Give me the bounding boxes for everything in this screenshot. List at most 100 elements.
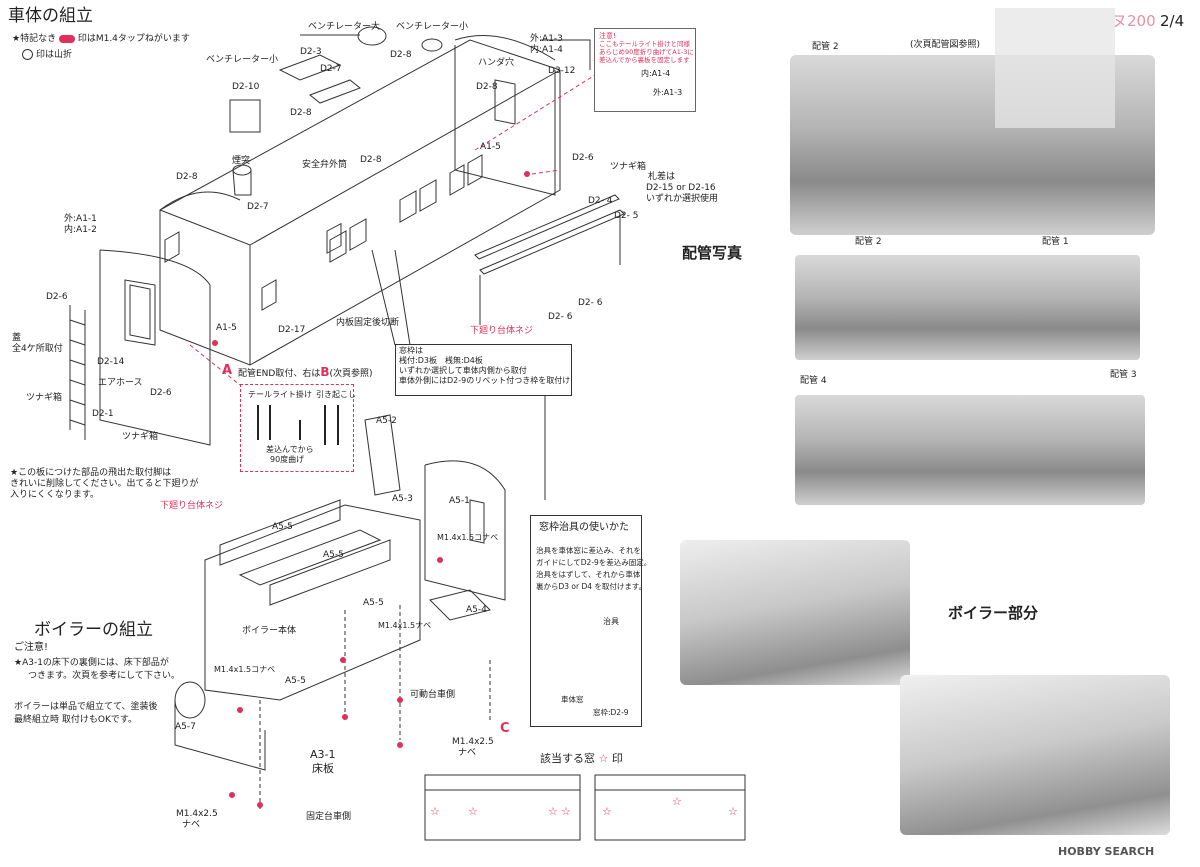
jig-box: 窓枠治具の使いかた 治具を車体窓に差込み、それを ガイドにしてD2-9を差込み固… [530, 515, 651, 727]
label-sashikomi-2: 90度曲げ [270, 455, 305, 464]
tap-note-suffix: 印はM1.4タップねがいます [77, 34, 190, 44]
leg-note-3: 入りにくくなります。 [10, 490, 99, 500]
boiler-line-3: ボイラーは単品で組立てて、塗装後 [14, 702, 158, 712]
label-d2-5: D2- 5 [614, 211, 639, 221]
window-frame-line-4: 車体外側にはD2-9のリベット付つき枠を取付け [399, 376, 571, 385]
label-d2-1: D2-1 [92, 409, 114, 419]
label-d2-4: D2- 4 [588, 196, 613, 206]
label-futa-1: 蓋 [12, 333, 22, 343]
window-frame-box: 窓枠は 桟付:D3板 桟無:D4板 いずれか選択して車体内側から取付 車体外側に… [395, 344, 572, 396]
label-vent-small-left: ベンチレーター小 [206, 55, 279, 65]
red-dot-icon [58, 34, 75, 43]
caution-line-3: 差込んでから裏板を固定します [599, 56, 690, 64]
in-text: 印 [611, 752, 623, 765]
label-d2-8d: D2-8 [176, 172, 198, 182]
fold-note: 印は山折 [22, 49, 72, 61]
boiler-caution: ご注意! [14, 642, 49, 653]
leg-note-2: きれいに削除してください。出てると下廻りが [10, 479, 199, 489]
svg-text:☆: ☆ [468, 805, 478, 818]
gaitou-text: 該当する窓 [540, 752, 595, 765]
label-safety-valve: 安全弁外筒 [302, 160, 348, 170]
label-marker-b: B [320, 365, 330, 379]
label-a5-1: A5-1 [449, 496, 470, 506]
label-naiban: 内板固定後切断 [336, 318, 400, 328]
photo-pipe3: 配管 3 [1110, 370, 1137, 380]
label-tail-light: テールライト掛け [248, 390, 312, 399]
label-a5-5a: A5-5 [272, 522, 293, 532]
photo-underside-bottom [795, 395, 1145, 505]
svg-text:☆: ☆ [430, 805, 440, 818]
label-m14-25-a: M1.4x2.5 [452, 737, 494, 747]
photo-pipe1: 配管 1 [1042, 237, 1069, 247]
label-a1-5-left: A1-5 [216, 323, 237, 333]
label-inner-a1-2: 内:A1-2 [64, 225, 97, 235]
label-shitamawari-right: 下廻り台体ネジ [470, 326, 534, 336]
jig-label: 治具 [603, 617, 619, 626]
leg-note-1: ★この板につけた部品の飛出た取付脚は [10, 468, 172, 478]
label-fuda-3: いずれか選択使用 [646, 194, 719, 204]
svg-text:☆: ☆ [561, 805, 571, 818]
caution-inner: 内:A1-4 [641, 69, 671, 78]
svg-text:☆: ☆ [602, 805, 612, 818]
label-d2-8e: D2-8 [476, 82, 498, 92]
label-d2-6-right: D2-6 [572, 153, 594, 163]
label-entotsu: 煙突 [232, 156, 251, 166]
label-d2-14: D2-14 [97, 357, 125, 367]
label-marker-a: A [222, 363, 233, 378]
label-d2-8c: D2-8 [360, 155, 382, 165]
pipe-end-text: 配管END取付、右は [238, 369, 321, 379]
svg-text:☆: ☆ [672, 795, 682, 808]
label-marker-c: C [500, 721, 510, 736]
pipe-end-ref: (次頁参照) [329, 369, 373, 379]
label-d2-6-left: D2-6 [46, 292, 68, 302]
heading-boiler-photos: ボイラー部分 [948, 604, 1039, 622]
caution-callout: 注意! ここもテールライト掛けと同様 あらじめ90度折り曲げてA1-3に 差込ん… [594, 28, 696, 112]
boiler-section-title: ボイラーの組立 [34, 620, 153, 640]
label-a5-5b: A5-5 [323, 550, 344, 560]
label-m14-nabe-1: M1.4x1.5コナベ [437, 533, 499, 542]
jig-car-window: 車体窓 [561, 695, 584, 704]
label-fuda-2: D2-15 or D2-16 [646, 183, 716, 193]
label-m14-nabe-2: M1.4x1.5ナベ [378, 621, 432, 630]
label-outer-a1-1: 外:A1-1 [64, 214, 97, 224]
label-a1-5-top: A1-5 [480, 142, 501, 152]
caution-line-1: ここもテールライト掛けと同様 [599, 40, 690, 48]
label-d2-8a: D2-8 [390, 50, 412, 60]
page-number: 2/4 [1160, 12, 1185, 30]
label-tsunagi-left: ツナギ箱 [26, 393, 63, 403]
footer-brand: HOBBY SEARCH [1058, 845, 1155, 858]
svg-text:☆: ☆ [548, 805, 558, 818]
jig-line-3: 治具をはずして、それから車体 [536, 570, 641, 579]
caution-line-2: あらじめ90度折り曲げてA1-3に [599, 48, 694, 56]
label-a5-2: A5-2 [376, 416, 397, 426]
label-m14-25-b: M1.4x2.5 [176, 809, 218, 819]
label-nabe-a: ナベ [458, 748, 477, 758]
jig-title: 窓枠治具の使いかた [539, 522, 629, 533]
label-pipe-end: 配管END取付、右はB(次頁参照) [238, 365, 373, 380]
svg-text:☆: ☆ [728, 805, 738, 818]
photo-pipe2-mid: 配管 2 [855, 237, 882, 247]
label-a5-3: A5-3 [392, 494, 413, 504]
window-frame-line-2: 桟付:D3板 桟無:D4板 [399, 356, 483, 365]
star-icon: ☆ [598, 752, 609, 765]
window-frame-line-1: 窓枠は [399, 346, 423, 355]
label-d2-7b: D2-7 [247, 202, 269, 212]
photo-pipe4: 配管 4 [800, 376, 827, 386]
label-a5-5c: A5-5 [363, 598, 384, 608]
label-tsunagi-right: ツナギ箱 [610, 162, 647, 172]
label-d2-17: D2-17 [278, 325, 306, 335]
label-a5-5d: A5-5 [285, 676, 306, 686]
boiler-line-1: ★A3-1の床下の裏側には、床下部品が [14, 658, 169, 668]
label-a5-4: A5-4 [466, 605, 487, 615]
photo-underside-mid [795, 255, 1140, 360]
model-badge: ヌ200 [1112, 12, 1156, 30]
label-inner-a1-4: 内:A1-4 [530, 45, 563, 55]
label-outer-a1-3: 外:A1-3 [530, 34, 563, 44]
caution-outer: 外:A1-3 [653, 88, 683, 97]
label-sashikomi-1: 差込んでから [266, 445, 314, 454]
body-section-title: 車体の組立 [8, 6, 93, 26]
label-d2-6-b1: D2- 6 [578, 298, 603, 308]
label-d2-6-left2: D2-6 [150, 388, 172, 398]
label-m14-nabe-3: M1.4x1.5コナベ [214, 665, 276, 674]
label-airhose: エアホース [98, 378, 143, 388]
